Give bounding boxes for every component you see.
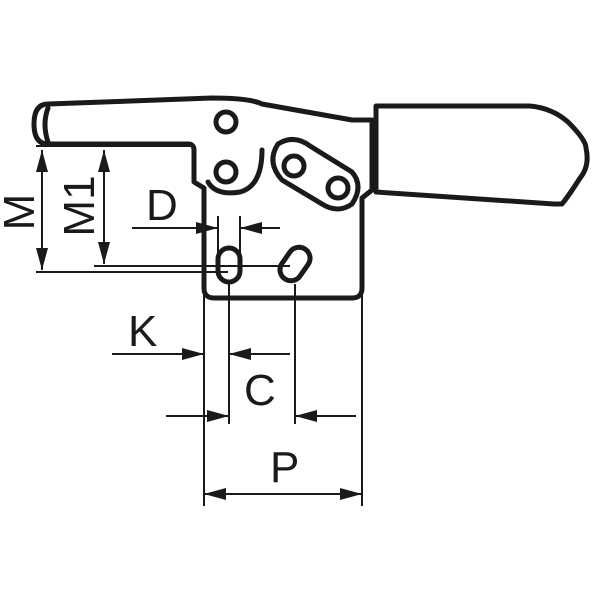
k-arrow-right	[229, 348, 251, 360]
mounting-slot-right	[277, 244, 313, 284]
pivot-pin-lower-left	[213, 159, 239, 185]
c-arrow-right	[295, 410, 317, 422]
label-k: K	[128, 307, 157, 356]
p-arrow-right	[340, 488, 362, 500]
dimension-labels: M M1 D K C P	[0, 175, 299, 492]
label-m: M	[0, 194, 44, 231]
m-arrow-top	[36, 150, 48, 172]
m1-arrow-bottom	[98, 242, 110, 264]
d-arrow-right	[240, 222, 262, 234]
pivot-pin-upper-left	[213, 109, 239, 135]
k-arrow-left	[182, 348, 204, 360]
m-arrow-bottom	[36, 248, 48, 270]
lever-knob	[42, 105, 51, 145]
c-arrow-left	[207, 410, 229, 422]
p-arrow-left	[204, 488, 226, 500]
label-p: P	[270, 443, 299, 492]
label-d: D	[146, 181, 178, 230]
label-m1: M1	[55, 175, 104, 236]
mounting-slots	[215, 244, 313, 285]
dimension-lines	[36, 145, 363, 506]
d-arrow-left	[196, 222, 218, 234]
pivot-pin-link-left	[281, 153, 307, 179]
pivot-pins	[213, 109, 351, 201]
jaw-curve	[205, 147, 265, 196]
label-c: C	[244, 366, 276, 415]
clamp-outline	[31, 95, 375, 301]
pivot-pin-link-right	[325, 175, 351, 201]
m1-arrow-top	[98, 150, 110, 172]
linkage-plate	[270, 137, 361, 212]
handle-grip	[373, 103, 590, 207]
clamp-body	[31, 95, 375, 301]
